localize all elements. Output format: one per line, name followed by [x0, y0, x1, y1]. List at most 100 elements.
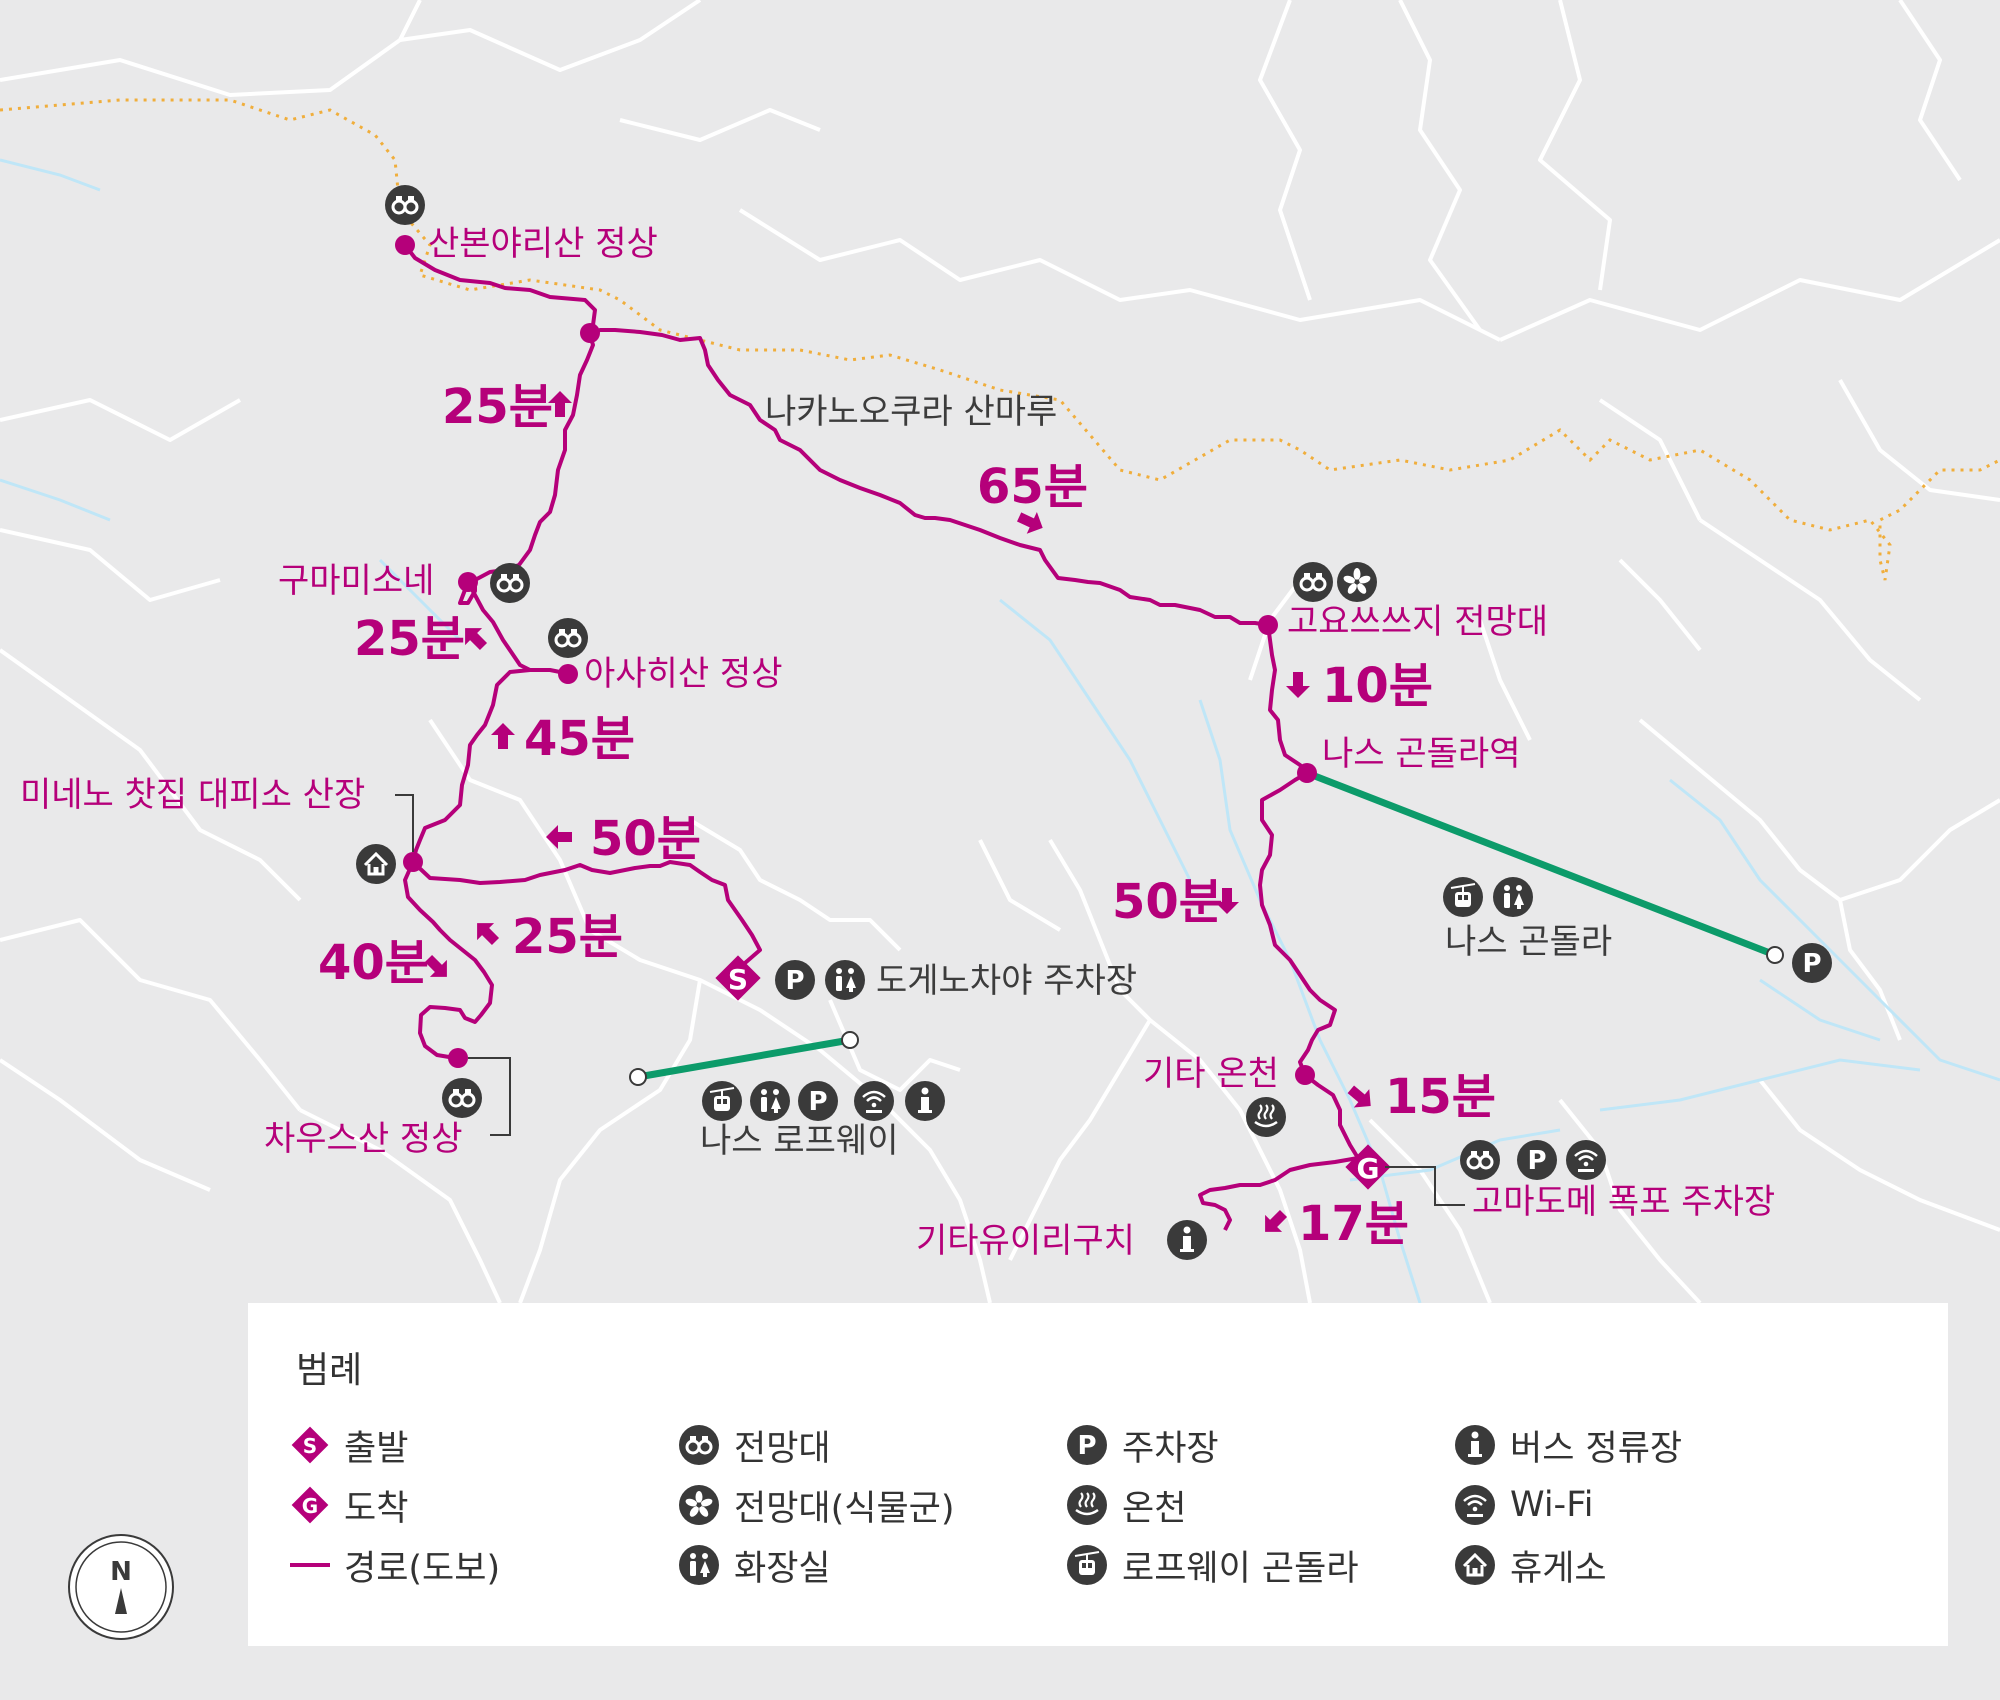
label-nakanookura: 나카노오쿠라 산마루 — [765, 392, 1057, 432]
rest-house-icon — [1454, 1544, 1496, 1586]
binoculars-icon — [1458, 1138, 1502, 1182]
gondola-icon — [1066, 1544, 1108, 1586]
time-25-mid: 25분 — [512, 909, 623, 965]
binoculars-icon — [1291, 560, 1335, 604]
label-koyo-observatory: 고요쓰쓰지 전망대 — [1287, 602, 1548, 642]
binoculars-icon — [383, 183, 427, 227]
wifi-icon — [1564, 1138, 1608, 1182]
label-mineno-hut: 미네노 찻집 대피소 산장 — [20, 775, 365, 815]
label-asahi-summit: 아사히산 정상 — [584, 654, 783, 694]
waypoint-sanbon — [395, 235, 415, 255]
legend-item-bus-stop: 버스 정류장 — [1454, 1423, 1682, 1469]
road-network — [0, 0, 2000, 1305]
time-15: 15분 — [1385, 1069, 1496, 1125]
walking-times: 25분 65분 25분 45분 50분 25분 40분 10분 50분 15분 … — [318, 379, 1496, 1252]
legend-panel: 범례 S 출발 G 도착 경로(도보) 전망대 전망대(식물군) 화장실 주차장 — [248, 1303, 1948, 1646]
svg-text:S: S — [728, 963, 748, 996]
parking-icon — [1517, 1140, 1557, 1180]
rest-house-icon — [354, 842, 398, 886]
wifi-icon — [852, 1079, 896, 1123]
goal-marker: G — [1345, 1144, 1391, 1190]
gondola-icon — [701, 1080, 743, 1122]
waypoint-asahi — [558, 664, 578, 684]
toilet-icon — [750, 1081, 790, 1121]
gondola-lower-station — [1766, 946, 1784, 964]
north-label: N — [110, 1557, 132, 1587]
waypoint-chausu — [448, 1048, 468, 1068]
label-dogeno-parking: 도게노차야 주차장 — [876, 961, 1137, 1001]
parking-icon — [775, 960, 815, 1000]
flower-icon — [1337, 562, 1377, 602]
binoculars-icon — [546, 616, 590, 660]
label-kumami: 구마미소네 — [278, 561, 434, 601]
svg-text:G: G — [302, 1494, 318, 1518]
label-nasu-ropeway: 나스 로프웨이 — [700, 1121, 899, 1161]
label-kitayuiri: 기타유이리구치 — [916, 1221, 1135, 1261]
waypoint-mineno — [403, 852, 423, 872]
label-chausu-summit: 차우스산 정상 — [264, 1119, 463, 1159]
route-line-icon — [290, 1563, 330, 1567]
hotspring-icon — [1244, 1095, 1288, 1139]
bus-stop-icon — [1167, 1220, 1207, 1260]
label-komadome-parking: 고마도메 폭포 주차장 — [1472, 1182, 1775, 1222]
time-25-top: 25분 — [442, 379, 553, 435]
legend-item-rest-house: 휴게소 — [1454, 1543, 1607, 1589]
waypoint-kumami — [458, 572, 478, 592]
nasu-ropeway-cable — [637, 1036, 851, 1081]
waypoint-kita-onsen — [1295, 1065, 1315, 1085]
bus-stop-icon — [905, 1081, 945, 1121]
north-compass: N — [68, 1534, 174, 1640]
time-17: 17분 — [1298, 1196, 1409, 1252]
time-25-kumami: 25분 — [354, 611, 465, 667]
legend-item-toilet: 화장실 — [678, 1543, 831, 1589]
parking-icon — [1792, 943, 1832, 983]
north-arrow-icon — [115, 1588, 127, 1614]
binoculars-icon — [440, 1076, 484, 1120]
parking-icon — [1067, 1425, 1107, 1465]
prefecture-border — [0, 98, 2000, 581]
svg-text:G: G — [1357, 1152, 1380, 1185]
label-nasu-gondola: 나스 곤돌라 — [1445, 922, 1612, 962]
time-50-left: 50분 — [590, 811, 701, 867]
svg-text:S: S — [303, 1434, 317, 1458]
waypoints — [395, 235, 1317, 1085]
wifi-icon — [1454, 1484, 1496, 1526]
gondola-icon — [1442, 876, 1484, 918]
time-50-right: 50분 — [1112, 874, 1223, 930]
ropeway-lower-station — [629, 1068, 647, 1086]
legend-item-wifi: Wi-Fi — [1454, 1483, 1594, 1527]
binoculars-icon — [678, 1424, 720, 1466]
start-icon: S — [291, 1426, 329, 1464]
legend-item-start: S 출발 — [290, 1423, 408, 1469]
bus-stop-icon — [1455, 1425, 1495, 1465]
parking-icon — [798, 1081, 838, 1121]
legend-item-parking: 주차장 — [1066, 1423, 1219, 1469]
toilet-icon — [825, 960, 865, 1000]
time-40: 40분 — [318, 935, 429, 991]
goal-icon: G — [291, 1486, 329, 1524]
waypoint-nasu-station — [1297, 763, 1317, 783]
legend-item-goal: G 도착 — [290, 1483, 408, 1529]
time-45: 45분 — [524, 711, 635, 767]
legend-item-observatory: 전망대 — [678, 1423, 831, 1469]
ropeway-upper-station — [841, 1031, 859, 1049]
time-10: 10분 — [1322, 658, 1433, 714]
binoculars-icon — [488, 561, 532, 605]
leader-lines — [395, 794, 1465, 1206]
legend-title: 범례 — [296, 1350, 363, 1391]
flower-icon — [679, 1485, 719, 1525]
walking-route — [403, 243, 1360, 1231]
toilet-icon — [679, 1545, 719, 1585]
label-sanbon-summit: 산본야리산 정상 — [428, 224, 658, 264]
waypoint-nakanookura — [580, 323, 600, 343]
label-kita-onsen: 기타 온천 — [1143, 1054, 1279, 1094]
hotspring-icon — [1066, 1484, 1108, 1526]
label-nasu-gondola-station: 나스 곤돌라역 — [1322, 734, 1521, 774]
nasu-gondola-cable — [1305, 769, 1777, 959]
legend-item-hotspring: 온천 — [1066, 1483, 1186, 1529]
waypoint-koyo — [1258, 615, 1278, 635]
time-65: 65분 — [977, 459, 1088, 515]
river-network — [0, 158, 2000, 1304]
toilet-icon — [1493, 877, 1533, 917]
legend-item-flora-observatory: 전망대(식물군) — [678, 1483, 955, 1529]
